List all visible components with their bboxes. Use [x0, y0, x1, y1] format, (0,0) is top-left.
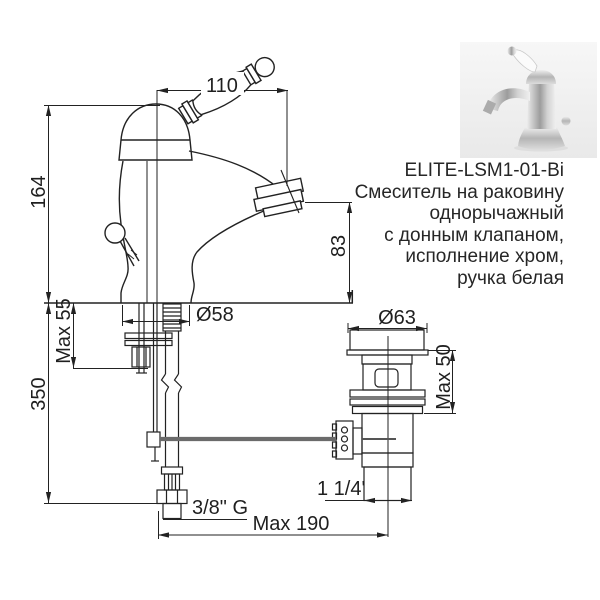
dim-164: [44, 105, 160, 303]
dim-max55-label: Max 55: [53, 298, 75, 364]
hose-tail: [162, 502, 182, 520]
dim-max50-label: Max 50: [433, 344, 455, 410]
dim-110-label-bg: [201, 72, 244, 95]
rod-clamp: [146, 431, 161, 448]
description-line: исполнение хром,: [405, 246, 564, 267]
product-code: ELITE-LSM1-01-Bi: [404, 160, 564, 181]
mounting-gasket: [124, 339, 173, 347]
description-line: Смеситель на раковину: [354, 181, 564, 203]
rod-adjuster: [331, 420, 363, 460]
description-line: однорычажный: [429, 203, 564, 224]
dim-max190-label: Max 190: [253, 513, 330, 535]
dim-dia63-label: Ø63: [378, 307, 416, 329]
dim-350-label: 350: [28, 377, 50, 410]
dimensions: [44, 87, 456, 539]
product-info: ELITE-LSM1-01-Bi Смеситель на раковину о…: [324, 160, 564, 289]
hose-hex-nut: [156, 489, 188, 505]
dim-3-8-g-label: 3/8" G: [192, 497, 248, 519]
dim-max50: [424, 350, 456, 414]
product-photo: [460, 42, 597, 158]
photo-faucet: [482, 46, 571, 152]
dim-dia58: [122, 305, 190, 326]
photo-handle-finial: [507, 46, 517, 56]
supply-hose: [156, 303, 188, 520]
drain-assembly: [331, 329, 429, 537]
description-line: с донным клапаном,: [384, 224, 564, 246]
dim-1-1-4-label: 1 1/4': [317, 478, 365, 500]
faucet-cap: [118, 103, 193, 161]
dim-max190: [158, 511, 388, 539]
dim-350: [44, 303, 158, 504]
mounting-nut: [131, 346, 151, 368]
break-slash: [280, 169, 300, 214]
spout-outline: [118, 150, 278, 304]
dim-83-label: 83: [328, 235, 350, 257]
handle-ball-finial: [254, 56, 275, 78]
dim-110-label: 110: [206, 75, 238, 97]
dim-dia63: [347, 323, 428, 333]
description-line: ручка белая: [457, 267, 564, 289]
dim-max55: [70, 303, 148, 369]
waste-flange: [349, 329, 425, 351]
dim-83: [305, 202, 353, 303]
side-knob: [104, 222, 140, 267]
dim-dia58-label: Ø58: [196, 304, 234, 326]
dim-164-label: 164: [28, 175, 50, 208]
mounting-washer: [124, 332, 173, 340]
under-deck-assembly: [124, 303, 188, 520]
deck-line: [44, 290, 354, 304]
photo-side-knob: [561, 116, 571, 126]
overflow-hole: [374, 368, 399, 388]
